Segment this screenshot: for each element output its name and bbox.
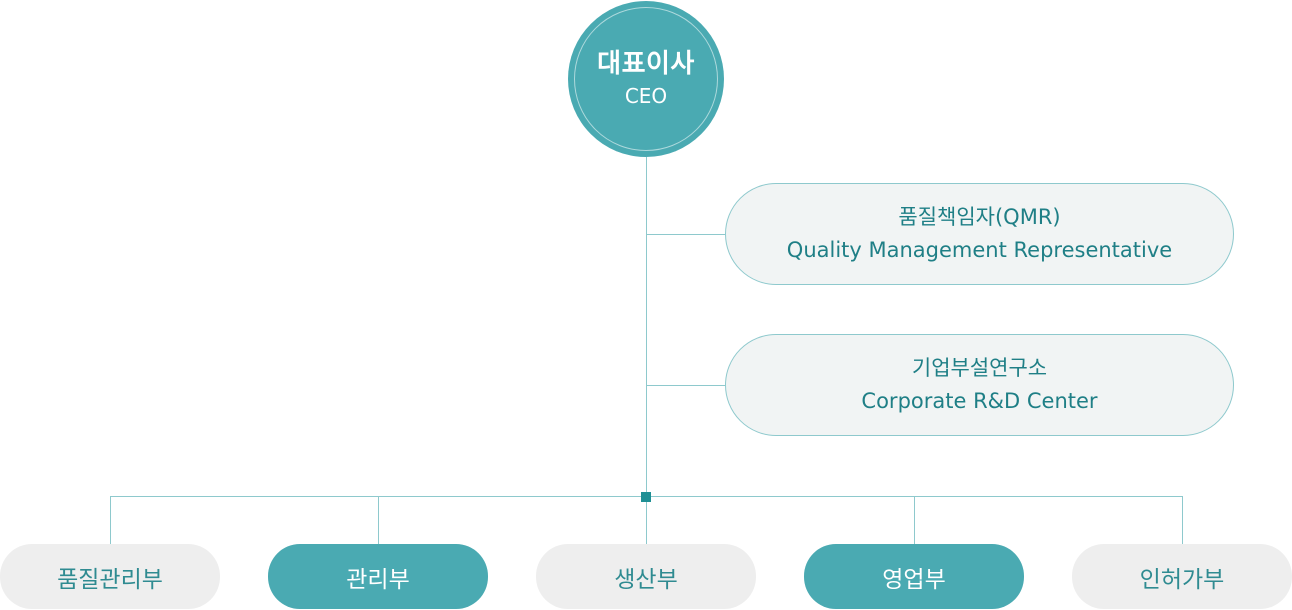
rnd-title-ko: 기업부설연구소 [911,356,1048,380]
ceo-title-en: CEO [624,84,668,108]
dept-drop-line-4 [914,496,915,544]
dept-drop-line-2 [378,496,379,544]
dept-quality-control: 품질관리부 [0,544,220,609]
rnd-title-en: Corporate R&D Center [861,389,1098,413]
dept-licensing: 인허가부 [1072,544,1292,609]
dept-management: 관리부 [268,544,488,609]
qmr-branch-line [646,234,725,235]
qmr-title-en: Quality Management Representative [786,238,1173,262]
dept-drop-line-1 [110,496,111,544]
dept-drop-line-3 [646,496,647,544]
dept-production: 생산부 [536,544,756,609]
ceo-node: 대표이사 CEO [568,1,724,157]
junction-marker [641,492,651,502]
ceo-title-ko: 대표이사 [597,49,695,79]
qmr-node: 품질책임자(QMR) Quality Management Representa… [725,183,1234,285]
ceo-trunk-line [646,157,647,497]
dept-drop-line-5 [1182,496,1183,544]
rnd-branch-line [646,385,725,386]
dept-sales: 영업부 [804,544,1024,609]
qmr-title-ko: 품질책임자(QMR) [898,205,1061,229]
rnd-center-node: 기업부설연구소 Corporate R&D Center [725,334,1234,436]
